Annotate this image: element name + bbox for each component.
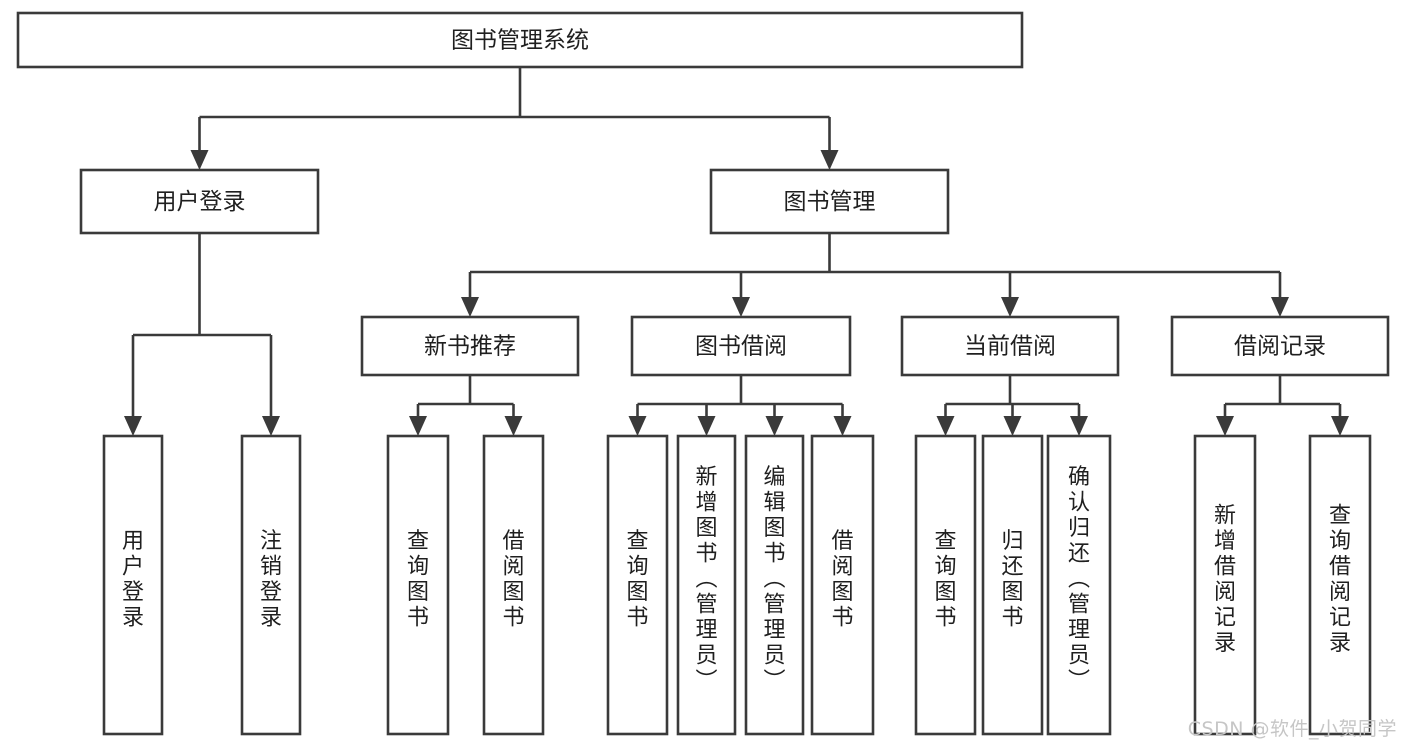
arrow-head-icon <box>628 416 647 436</box>
node-label-book-manage: 图书管理 <box>784 189 876 215</box>
arrow-head-icon <box>1070 416 1088 436</box>
connector-bookmanage-to-level2 <box>461 233 1289 317</box>
arrow-head-icon <box>765 416 784 436</box>
node-box-leaf-query-book-borrow[interactable] <box>606 434 669 736</box>
node-label-current-borrow: 当前借阅 <box>964 334 1056 360</box>
arrow-head-icon <box>190 150 209 170</box>
node-leaf-edit-book-admin[interactable]: 编辑图书︵管理员︶ <box>744 434 805 736</box>
node-label-leaf-add-book-admin: 新增图书︵管理员︶ <box>695 465 717 694</box>
node-box-leaf-borrow-book-recommend[interactable] <box>482 434 545 736</box>
node-borrow-record[interactable]: 借阅记录 <box>1170 315 1390 377</box>
connector-current-to-leaves <box>936 375 1088 436</box>
arrow-head-icon <box>1216 416 1234 436</box>
arrow-head-icon <box>1331 416 1349 436</box>
node-label-borrow-record: 借阅记录 <box>1234 334 1326 360</box>
node-box-leaf-user-login[interactable] <box>102 434 164 736</box>
connector-layer <box>124 67 1349 436</box>
node-leaf-borrow-book-recommend[interactable]: 借阅图书 <box>482 434 545 736</box>
node-label-leaf-query-book-current: 查询图书 <box>934 529 956 631</box>
arrow-head-icon <box>936 416 955 436</box>
node-current-borrow[interactable]: 当前借阅 <box>900 315 1120 377</box>
node-book-borrow[interactable]: 图书借阅 <box>630 315 852 377</box>
node-box-leaf-confirm-return-admin[interactable] <box>1046 434 1112 736</box>
arrow-head-icon <box>1271 297 1289 317</box>
node-box-leaf-borrow-book[interactable] <box>810 434 875 736</box>
node-label-root: 图书管理系统 <box>451 28 589 54</box>
node-box-current-borrow[interactable] <box>900 315 1120 377</box>
node-new-book-recommend[interactable]: 新书推荐 <box>360 315 580 377</box>
arrow-head-icon <box>409 416 427 436</box>
node-user-login[interactable]: 用户登录 <box>79 168 320 235</box>
node-layer: 图书管理系统用户登录图书管理新书推荐图书借阅当前借阅借阅记录用户登录注销登录查询… <box>16 11 1390 736</box>
node-leaf-query-book-borrow[interactable]: 查询图书 <box>606 434 669 736</box>
node-box-leaf-add-book-admin[interactable] <box>676 434 737 736</box>
arrow-head-icon <box>833 416 852 436</box>
node-box-leaf-query-book-recommend[interactable] <box>386 434 450 736</box>
node-leaf-confirm-return-admin[interactable]: 确认归还︵管理员︶ <box>1046 434 1112 736</box>
connector-borrow-to-leaves <box>628 375 852 436</box>
arrow-head-icon <box>820 150 839 170</box>
arrow-head-icon <box>262 416 280 436</box>
node-book-manage[interactable]: 图书管理 <box>709 168 950 235</box>
arrow-head-icon <box>697 416 716 436</box>
node-leaf-logout[interactable]: 注销登录 <box>240 434 302 736</box>
node-box-book-manage[interactable] <box>709 168 950 235</box>
node-leaf-user-login[interactable]: 用户登录 <box>102 434 164 736</box>
node-label-leaf-query-book-recommend: 查询图书 <box>407 529 429 631</box>
node-leaf-add-borrow-record[interactable]: 新增借阅记录 <box>1193 434 1257 736</box>
node-leaf-return-book[interactable]: 归还图书 <box>981 434 1044 736</box>
watermark-label: CSDN @软件_小贺同学 <box>1187 718 1397 740</box>
node-label-leaf-return-book: 归还图书 <box>1001 529 1023 631</box>
node-label-book-borrow: 图书借阅 <box>695 334 787 360</box>
node-box-leaf-query-book-current[interactable] <box>914 434 977 736</box>
arrow-head-icon <box>732 297 750 317</box>
node-label-user-login: 用户登录 <box>154 189 246 215</box>
node-leaf-add-book-admin[interactable]: 新增图书︵管理员︶ <box>676 434 737 736</box>
node-leaf-query-borrow-record[interactable]: 查询借阅记录 <box>1308 434 1372 736</box>
node-leaf-borrow-book[interactable]: 借阅图书 <box>810 434 875 736</box>
node-label-leaf-user-login: 用户登录 <box>122 529 144 631</box>
node-root[interactable]: 图书管理系统 <box>16 11 1024 69</box>
node-label-leaf-edit-book-admin: 编辑图书︵管理员︶ <box>763 465 785 694</box>
connector-record-to-leaves <box>1216 375 1349 436</box>
node-box-book-borrow[interactable] <box>630 315 852 377</box>
node-box-leaf-return-book[interactable] <box>981 434 1044 736</box>
node-box-leaf-edit-book-admin[interactable] <box>744 434 805 736</box>
node-label-leaf-borrow-book: 借阅图书 <box>831 529 853 631</box>
node-label-new-book-recommend: 新书推荐 <box>424 334 516 360</box>
node-box-borrow-record[interactable] <box>1170 315 1390 377</box>
node-box-root[interactable] <box>16 11 1024 69</box>
node-label-leaf-logout: 注销登录 <box>260 529 282 631</box>
node-leaf-query-book-recommend[interactable]: 查询图书 <box>386 434 450 736</box>
node-box-leaf-add-borrow-record[interactable] <box>1193 434 1257 736</box>
node-label-leaf-add-borrow-record: 新增借阅记录 <box>1214 503 1236 656</box>
connector-root-to-level1 <box>190 67 839 170</box>
node-box-user-login[interactable] <box>79 168 320 235</box>
node-label-leaf-query-book-borrow: 查询图书 <box>626 529 648 631</box>
node-label-leaf-query-borrow-record: 查询借阅记录 <box>1329 503 1351 656</box>
arrow-head-icon <box>461 297 479 317</box>
arrow-head-icon <box>1003 416 1022 436</box>
arrow-head-icon <box>124 416 142 436</box>
arrow-head-icon <box>1001 297 1019 317</box>
node-box-leaf-logout[interactable] <box>240 434 302 736</box>
node-box-leaf-query-borrow-record[interactable] <box>1308 434 1372 736</box>
node-label-leaf-borrow-book-recommend: 借阅图书 <box>502 529 524 631</box>
node-leaf-query-book-current[interactable]: 查询图书 <box>914 434 977 736</box>
connector-recommend-to-leaves <box>409 375 523 436</box>
node-box-new-book-recommend[interactable] <box>360 315 580 377</box>
node-label-leaf-confirm-return-admin: 确认归还︵管理员︶ <box>1068 465 1090 694</box>
connector-userlogin-to-leaves <box>124 233 280 436</box>
arrow-head-icon <box>504 416 523 436</box>
